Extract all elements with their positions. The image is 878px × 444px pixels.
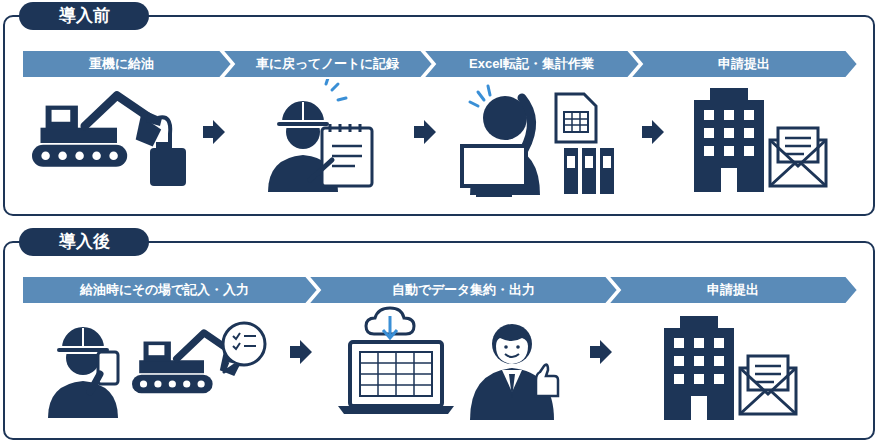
chevron-fill: [22, 50, 232, 78]
step-chevron: Excel転記・集計作業: [423, 50, 640, 78]
step-chevron: 申請提出: [630, 50, 858, 78]
step-label: 給油時にその場で記入・入力: [22, 276, 318, 304]
chevron-fill: [630, 50, 858, 78]
panel-frame: 導入前重機に給油車に戻ってノートに記録Excel転記・集計作業申請提出: [3, 15, 875, 216]
chevron-fill: [608, 276, 858, 304]
panel-frame: 導入後給油時にその場で記入・入力自動でデータ集約・出力申請提出: [3, 241, 875, 440]
step-label: 車に戻ってノートに記録: [222, 50, 433, 78]
chevron-fill: [222, 50, 433, 78]
step-label: 申請提出: [630, 50, 858, 78]
step-chevron: 申請提出: [608, 276, 858, 304]
section-tab: 導入前: [19, 2, 149, 30]
step-chevron: 給油時にその場で記入・入力: [22, 276, 318, 304]
step-label: Excel転記・集計作業: [423, 50, 640, 78]
step-chevron: 自動でデータ集約・出力: [308, 276, 618, 304]
step-label: 申請提出: [608, 276, 858, 304]
step-label: 自動でデータ集約・出力: [308, 276, 618, 304]
section-tab: 導入後: [19, 228, 149, 256]
chevron-fill: [22, 276, 318, 304]
chevron-fill: [423, 50, 640, 78]
chevron-fill: [308, 276, 618, 304]
step-chevron: 重機に給油: [22, 50, 232, 78]
step-chevron: 車に戻ってノートに記録: [222, 50, 433, 78]
step-label: 重機に給油: [22, 50, 232, 78]
